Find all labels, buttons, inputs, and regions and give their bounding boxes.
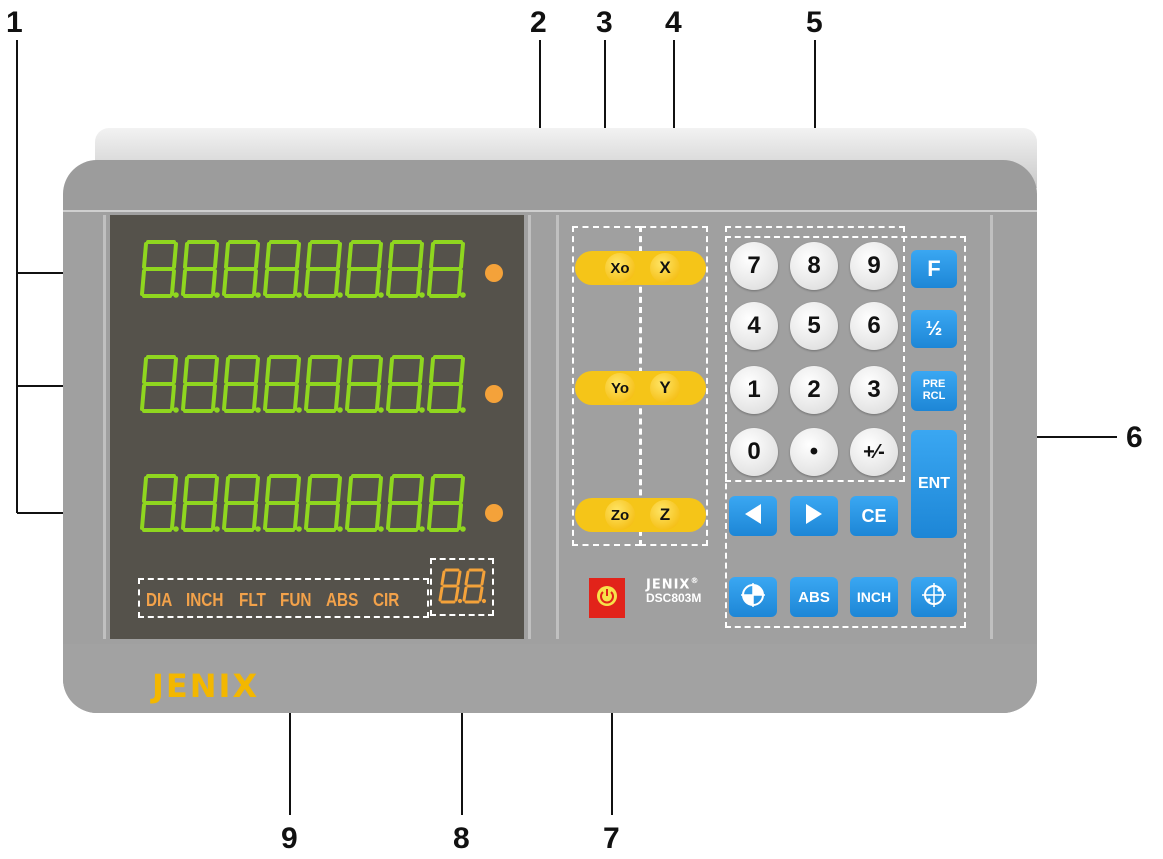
callout-1: 1 [6,6,23,39]
f-key[interactable]: F [911,250,957,288]
status-indicator-box [138,578,429,618]
bolt-circle-key[interactable] [911,577,957,617]
registered-mark: ® [690,576,700,585]
model-name: JENIX® [646,576,699,592]
key-9[interactable]: 9 [850,242,898,290]
key-decimal-point[interactable]: • [790,428,838,476]
pre-label: PRE [922,378,946,391]
right-arrow-key[interactable] [790,496,838,536]
y-zero-button[interactable]: Yo [605,373,635,403]
z-select-button[interactable]: Z [650,500,680,530]
x-indicator-led [485,264,503,282]
divider-right [990,215,993,639]
callout-8: 8 [453,822,470,855]
function-readout-box [430,558,494,616]
ent-key[interactable]: ENT [911,430,957,538]
bolt-circle-icon [922,582,946,612]
key-7[interactable]: 7 [730,242,778,290]
z-zero-button[interactable]: Zo [605,500,635,530]
function-keys-group [725,236,966,628]
half-key[interactable]: ½ [911,310,957,348]
power-button[interactable] [589,578,625,618]
callout-2: 2 [530,6,547,39]
key-2[interactable]: 2 [790,366,838,414]
device-bottom-strip [63,644,1037,713]
y-axis-readout [138,355,468,419]
key-3[interactable]: 3 [850,366,898,414]
divider-mid-1 [528,215,531,639]
x-zero-button[interactable]: Xo [605,253,635,283]
callout-4: 4 [665,6,682,39]
x-key-pill [575,251,706,285]
callout-7: 7 [603,822,620,855]
callout-6: 6 [1126,421,1143,454]
callout-9: 9 [281,822,298,855]
z-axis-readout [138,474,468,538]
key-4[interactable]: 4 [730,302,778,350]
z-indicator-led [485,504,503,522]
x-axis-readout [138,240,468,304]
status-fun: FUN [279,590,312,610]
center-find-key[interactable] [729,577,777,617]
rcl-label: RCL [922,390,946,402]
x-select-button[interactable]: X [650,253,680,283]
key-5[interactable]: 5 [790,302,838,350]
y-select-button[interactable]: Y [650,373,680,403]
z-key-pill [575,498,706,532]
function-readout [436,568,492,612]
status-indicator-row: DIA INCH FLT FUN ABS CIR [146,590,404,611]
status-cir: CIR [372,590,400,610]
center-point-icon [741,582,765,612]
key-6[interactable]: 6 [850,302,898,350]
model-code: DSC803M [646,591,702,605]
callout-5: 5 [806,6,823,39]
display-panel [110,215,524,639]
key-1[interactable]: 1 [730,366,778,414]
left-arrow-key[interactable] [729,496,777,536]
status-inch: INCH [186,590,224,610]
arrow-right-icon [804,503,824,530]
key-8[interactable]: 8 [790,242,838,290]
arrow-left-icon [743,503,763,530]
callout-3: 3 [596,6,613,39]
status-dia: DIA [146,590,173,610]
key-0[interactable]: 0 [730,428,778,476]
status-abs: ABS [325,590,358,610]
y-indicator-led [485,385,503,403]
y-key-pill [575,371,706,405]
ce-key[interactable]: CE [850,496,898,536]
model-name-text: JENIX [646,577,691,593]
pre-rcl-key[interactable]: PRE RCL [911,371,957,411]
divider-left [103,215,106,639]
abs-key[interactable]: ABS [790,577,838,617]
divider-mid-2 [556,215,559,639]
inch-key[interactable]: INCH [850,577,898,617]
key-plus-minus[interactable]: +⁄- [850,428,898,476]
status-flt: FLT [239,590,266,610]
brand-logo: JENIX [152,667,260,705]
power-icon [595,584,619,613]
